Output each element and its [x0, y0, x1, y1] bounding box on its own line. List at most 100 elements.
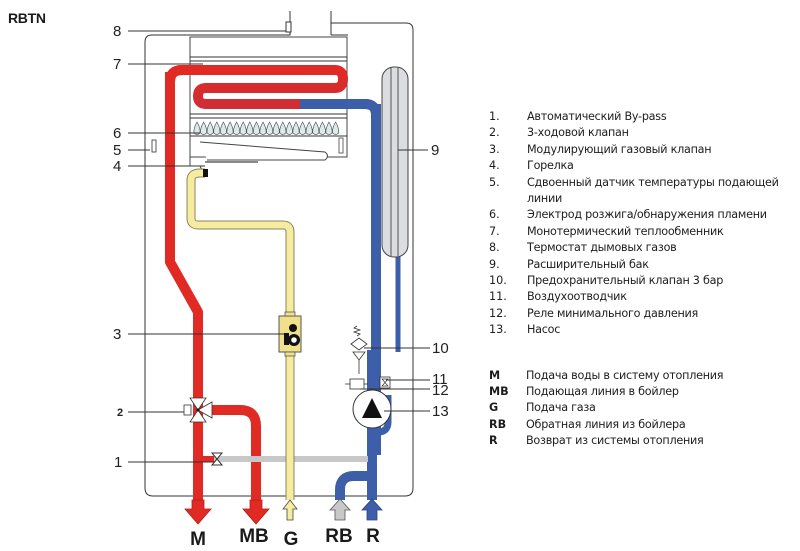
legend-item-number: 8. — [489, 241, 500, 255]
callout-11: 11 — [432, 371, 448, 388]
legend-item-label: Реле минимального давления — [527, 306, 699, 320]
arrow-up-R — [361, 498, 383, 521]
legend-item-label: Воздухоотводчик — [527, 290, 627, 304]
connection-label-G: G — [284, 529, 299, 550]
legend-item: 10.Предохранительный клапан 3 бар — [489, 273, 779, 289]
flame-icon — [318, 121, 326, 135]
legend-item: 3. Модулирующий газовый клапан — [489, 142, 779, 158]
legend-item-number: 3. — [489, 142, 500, 156]
legend-item-number: 2. — [489, 126, 500, 140]
legend-item: 11.Воздухоотводчик — [489, 289, 779, 305]
callout-13: 13 — [432, 403, 449, 420]
flame-icon — [259, 121, 267, 135]
legend-item-number: 7. — [489, 224, 500, 238]
flame-icon — [226, 121, 234, 135]
legend-item-label: линии — [527, 191, 563, 205]
burner-flames — [193, 121, 340, 135]
connection-code: G — [489, 401, 499, 415]
connection-legend-item: G Подача газа — [489, 400, 723, 416]
legend-item-label: Сдвоенный датчик температуры подающей — [527, 175, 779, 189]
arrow-up-G — [282, 499, 298, 521]
callout-8: 8 — [113, 23, 121, 40]
three-way-valve — [183, 397, 213, 423]
callout-5: 5 — [113, 142, 121, 159]
legend-item: 9. Расширительный бак — [489, 257, 779, 273]
legend-item: 2.3-ходовой клапан — [489, 125, 779, 141]
pump — [352, 389, 392, 429]
flame-icon — [279, 121, 287, 135]
legend-item-label: Термостат дымовых газов — [527, 241, 677, 255]
air-vent — [379, 376, 391, 389]
legend-item: 4. Горелка — [489, 158, 779, 174]
arrow-down-MB — [242, 499, 270, 525]
flame-icon — [193, 121, 201, 135]
connection-label-RB: RB — [325, 526, 352, 547]
connection-label-R: R — [366, 526, 380, 547]
legend-item-number: 6. — [489, 208, 500, 222]
connection-legend-item: RB Обратная линия из бойлера — [489, 417, 723, 433]
expansion-tank — [381, 66, 409, 258]
arrow-down-M — [184, 499, 212, 525]
legend-item: 5. Сдвоенный датчик температуры подающей — [489, 175, 779, 191]
flame-icon — [200, 121, 208, 135]
legend-item-number: 1. — [489, 110, 500, 123]
callout-10: 10 — [432, 340, 449, 357]
flow-pipe-boiler — [211, 405, 261, 500]
flame-icon — [266, 121, 274, 135]
callout-1: 1 — [114, 454, 122, 471]
flame-icon — [332, 121, 340, 135]
legend-item-number: 12. — [489, 306, 507, 320]
boiler-casing — [144, 11, 414, 497]
connection-code: MB — [489, 385, 509, 399]
legend-item: 12. Реле минимального давления — [489, 306, 779, 322]
flame-icon — [233, 121, 241, 135]
legend-item: 7. Монотермический теплообменник — [489, 224, 779, 240]
connection-code: RB — [489, 417, 507, 431]
legend-item: 8. Термостат дымовых газов — [489, 240, 779, 256]
legend-item-number: 4. — [489, 159, 500, 173]
legend-item-label: Электрод розжига/обнаружения пламени — [527, 208, 767, 222]
legend-item-label: Насос — [527, 323, 561, 337]
connection-legend-item: MB Подающая линия в бойлер — [489, 384, 723, 400]
callout-3: 3 — [113, 326, 121, 343]
legend-item-label: Расширительный бак — [527, 257, 649, 271]
flame-icon — [299, 121, 307, 135]
connection-description: Подающая линия в бойлер — [526, 385, 679, 399]
flow-temperature-sensor — [151, 139, 157, 153]
diagram-title: RBTN — [8, 10, 46, 26]
ignition-electrode — [338, 137, 344, 154]
callout-lines — [128, 30, 430, 463]
flame-icon — [219, 121, 227, 135]
callout-4: 4 — [113, 158, 121, 175]
combustion-chamber — [189, 36, 348, 158]
legend-item-number: 13. — [489, 323, 507, 337]
legend-item: 6. Электрод розжига/обнаружения пламени — [489, 207, 779, 223]
connection-code: M — [489, 369, 501, 382]
flame-icon — [252, 121, 260, 135]
flame-icon — [305, 121, 313, 135]
callout-9: 9 — [431, 142, 439, 159]
legend-item: 13. Насос — [489, 322, 779, 338]
legend-item: 1. Автоматический By-pass — [489, 109, 779, 125]
connection-code: R — [489, 433, 498, 447]
burner — [199, 141, 328, 161]
legend-item-label: Автоматический By-pass — [527, 110, 667, 123]
connection-description: Подача газа — [526, 401, 596, 415]
callout-6: 6 — [113, 125, 121, 142]
legend-item-label: Горелка — [527, 159, 574, 173]
safety-valve — [350, 325, 368, 374]
flame-icon — [213, 121, 221, 135]
legend-item-label: Модулирующий газовый клапан — [527, 142, 712, 156]
flame-icon — [206, 121, 214, 135]
pressure-switch — [345, 378, 368, 390]
connection-description: Обратная линия из бойлера — [526, 417, 686, 431]
flame-icon — [246, 121, 254, 135]
legend-item-label: Монотермический теплообменник — [527, 224, 724, 238]
legend-item-number: 9. — [489, 257, 500, 271]
connection-description: Подача воды в систему отопления — [526, 369, 724, 382]
flame-icon — [285, 121, 293, 135]
legend-item-number: 5. — [489, 175, 500, 189]
